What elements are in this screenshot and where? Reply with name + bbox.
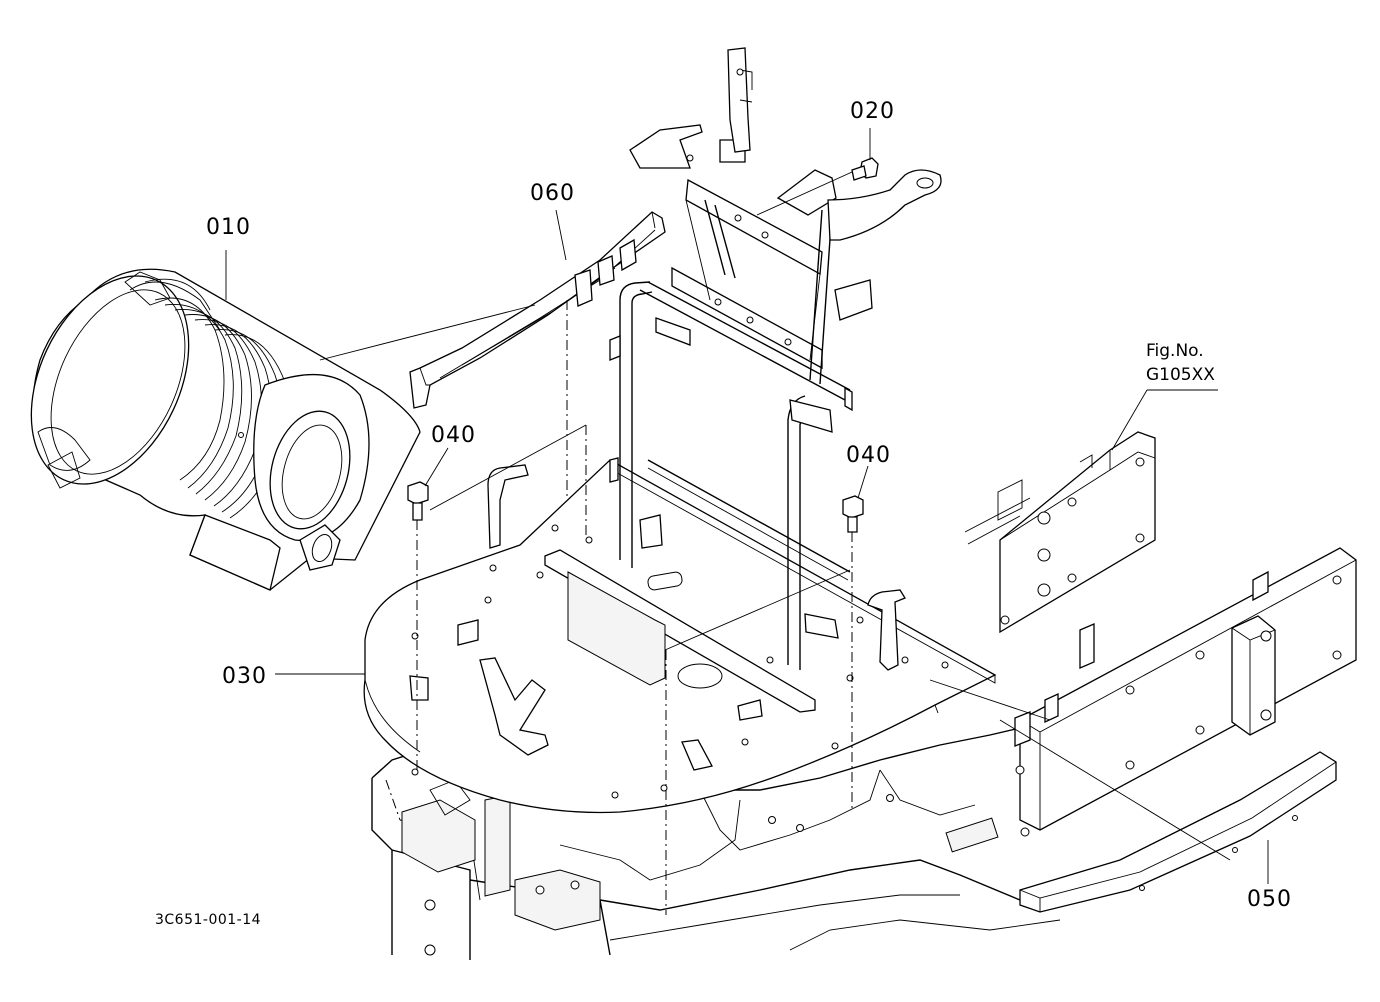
seat-frame (609, 47, 942, 670)
callout-020: 020 (850, 99, 895, 124)
fig-no-number: G105XX (1146, 365, 1215, 385)
callout-labels: 010 020 060 040 040 030 050 Fig.No. G105… (155, 99, 1292, 928)
bracket-060 (409, 211, 666, 409)
callout-040-right: 040 (846, 443, 891, 468)
fig-no-label: Fig.No. (1146, 341, 1204, 361)
bolt-040-right (842, 495, 864, 533)
side-rail (1014, 547, 1357, 837)
drawing-code: 3C651-001-14 (155, 912, 261, 928)
leader-lines (225, 128, 1269, 884)
air-cleaner-010 (30, 268, 421, 591)
bolt-040-left (407, 481, 429, 521)
chassis-frame (371, 727, 1061, 960)
callout-010: 010 (206, 215, 251, 240)
assembly-lines (385, 171, 1051, 915)
callout-040-left: 040 (431, 423, 476, 448)
floor-plate-030 (363, 459, 997, 814)
callout-060: 060 (530, 181, 575, 206)
cross-member-050 (1019, 751, 1337, 913)
callout-050: 050 (1247, 887, 1292, 912)
referenced-plate (964, 431, 1156, 634)
bolt-020 (851, 157, 879, 181)
callout-030: 030 (222, 664, 267, 689)
